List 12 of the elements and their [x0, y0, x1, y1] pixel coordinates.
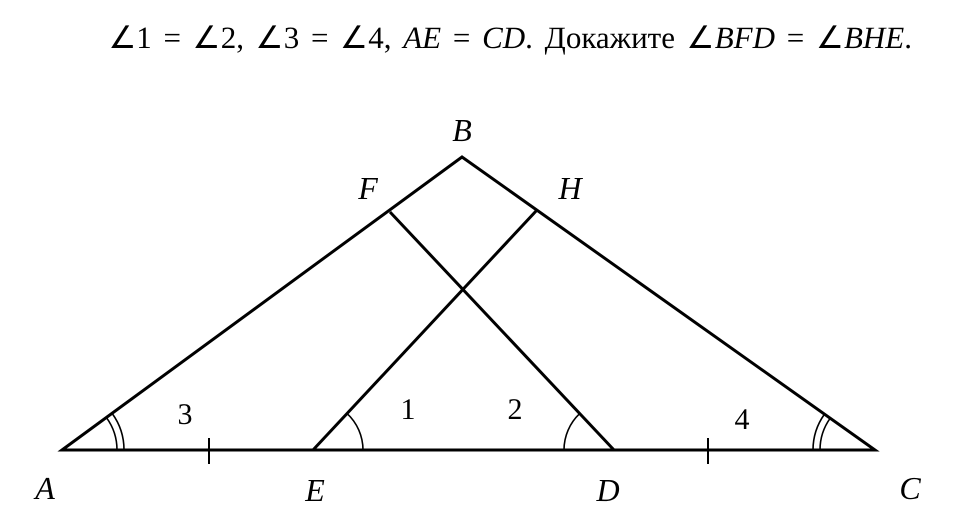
- point-label: C: [899, 472, 921, 504]
- point-label: D: [596, 474, 620, 506]
- angle-number: 2: [508, 395, 522, 425]
- point-label: B: [452, 114, 472, 146]
- point-label: H: [558, 172, 582, 204]
- problem-statement: ∠1 = ∠2, ∠3 = ∠4, AE = CD. Докажите ∠BFD = ∠BHE.: [107, 19, 912, 57]
- angle-number: 4: [734, 405, 750, 435]
- point-label: F: [358, 172, 378, 204]
- point-label: A: [35, 472, 55, 504]
- angle-number: 1: [400, 395, 416, 425]
- point-label: E: [305, 474, 325, 506]
- angle-number: 3: [178, 400, 192, 430]
